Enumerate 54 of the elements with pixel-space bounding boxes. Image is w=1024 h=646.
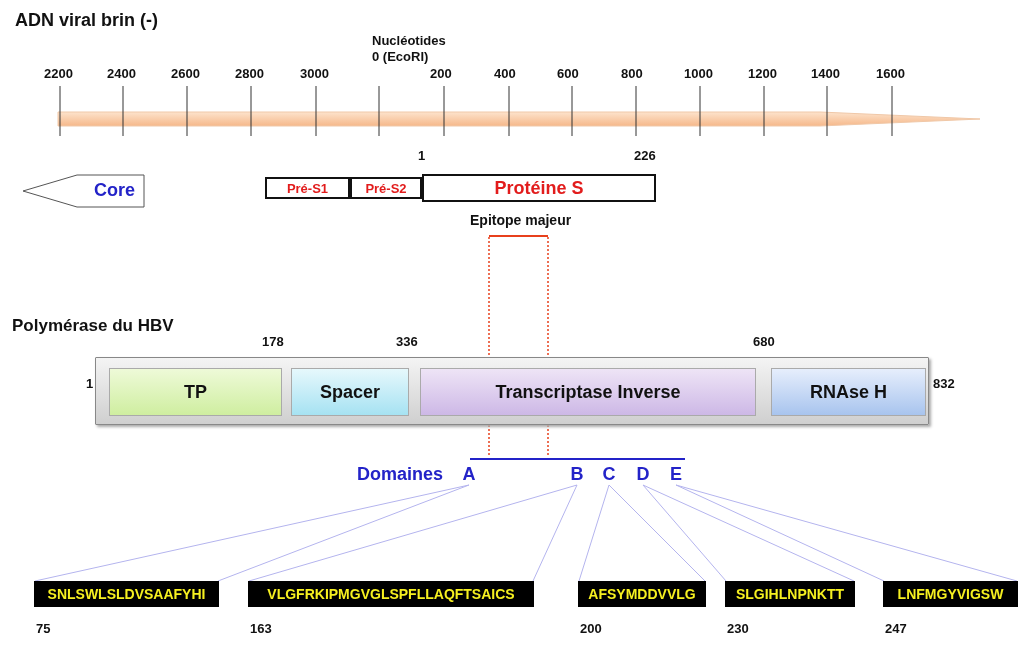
position-number: 600 bbox=[557, 66, 579, 81]
connector-lines bbox=[248, 484, 578, 582]
position-number: 247 bbox=[885, 621, 907, 636]
protein-bar bbox=[95, 357, 929, 425]
position-number: 400 bbox=[494, 66, 516, 81]
domain-letter: D bbox=[635, 463, 651, 485]
position-number: 1400 bbox=[811, 66, 840, 81]
domain-letter: C bbox=[601, 463, 617, 485]
position-number: 2800 bbox=[235, 66, 264, 81]
gene-arrow: Core bbox=[22, 174, 145, 208]
position-number: 1 bbox=[86, 376, 94, 391]
position-number: 1600 bbox=[876, 66, 905, 81]
axis-note: 0 (EcoRI) bbox=[372, 49, 429, 64]
position-number: 230 bbox=[727, 621, 749, 636]
sequence-box: AFSYMDDVVLG bbox=[578, 581, 706, 607]
axis-title: Nucléotides bbox=[372, 33, 446, 48]
gene-box: Pré-S2 bbox=[350, 177, 422, 199]
domain-label: Domaines bbox=[357, 464, 444, 485]
position-number: 2400 bbox=[107, 66, 136, 81]
domain-box: Spacer bbox=[291, 368, 409, 416]
connector-lines bbox=[642, 484, 855, 582]
connector-lines bbox=[578, 484, 706, 582]
position-number: 1200 bbox=[748, 66, 777, 81]
diagram-title: ADN viral brin (-) bbox=[15, 10, 158, 31]
position-number: 75 bbox=[36, 621, 51, 636]
position-number: 226 bbox=[634, 148, 656, 163]
gene-box: Pré-S1 bbox=[265, 177, 350, 199]
position-number: 800 bbox=[621, 66, 643, 81]
domain-letter: E bbox=[668, 463, 684, 485]
sequence-box: SLGIHLNPNKTT bbox=[725, 581, 855, 607]
position-number: 200 bbox=[580, 621, 602, 636]
position-number: 3000 bbox=[300, 66, 329, 81]
position-number: 2200 bbox=[44, 66, 73, 81]
connector-lines bbox=[675, 484, 1018, 582]
position-number: 1000 bbox=[684, 66, 713, 81]
domain-letter: B bbox=[569, 463, 585, 485]
sequence-box: SNLSWLSLDVSAAFYHI bbox=[34, 581, 219, 607]
domain-box: RNAse H bbox=[771, 368, 926, 416]
position-number: 680 bbox=[753, 334, 775, 349]
position-number: 1 bbox=[418, 148, 426, 163]
domain-box: TP bbox=[109, 368, 282, 416]
sequence-box: LNFMGYVIGSW bbox=[883, 581, 1018, 607]
position-number: 2600 bbox=[171, 66, 200, 81]
position-number: 163 bbox=[250, 621, 272, 636]
position-number: 336 bbox=[396, 334, 418, 349]
sequence-box: VLGFRKIPMGVGLSPFLLAQFTSAICS bbox=[248, 581, 534, 607]
domain-letter: A bbox=[461, 463, 477, 485]
position-number: 178 bbox=[262, 334, 284, 349]
gene-box: Protéine S bbox=[422, 174, 656, 202]
section-heading: Polymérase du HBV bbox=[12, 316, 174, 336]
domain-box: Transcriptase Inverse bbox=[420, 368, 756, 416]
connector-lines bbox=[34, 484, 470, 582]
position-number: 200 bbox=[430, 66, 452, 81]
position-number: 832 bbox=[933, 376, 955, 391]
